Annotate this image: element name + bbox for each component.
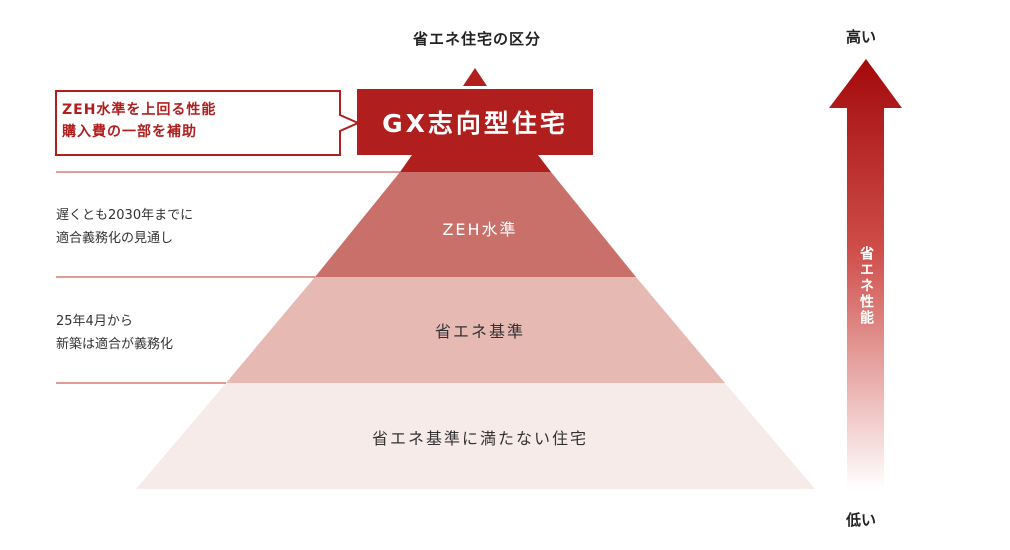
kijun-note-line-2: 新築は適合が義務化 xyxy=(56,337,174,352)
gx-level-label: GX志向型住宅 xyxy=(382,109,568,138)
zeh-note-line-2: 適合義務化の見通し xyxy=(56,231,174,246)
below-level-label: 省エネ基準に満たない住宅 xyxy=(371,429,588,448)
diagram-title: 省エネ住宅の区分 xyxy=(412,30,541,48)
callout-line-1: ZEH水準を上回る性能 xyxy=(62,102,217,118)
pyramid-apex xyxy=(463,68,487,86)
performance-arrow xyxy=(829,59,902,489)
callout-box xyxy=(55,90,361,156)
axis-high-label: 高い xyxy=(846,28,877,46)
callout-line-2: 購入費の一部を補助 xyxy=(62,124,197,140)
zeh-level-label: ZEH水準 xyxy=(442,220,518,239)
tier-zeh xyxy=(315,172,636,277)
gx-level-box: GX志向型住宅 xyxy=(357,89,593,155)
tier-gx-base xyxy=(400,155,551,172)
kijun-note: 25年4月から 新築は適合が義務化 xyxy=(56,310,173,356)
tier-kijun xyxy=(226,277,725,383)
callout-text: ZEH水準を上回る性能 購入費の一部を補助 xyxy=(62,99,352,143)
kijun-level-label: 省エネ基準 xyxy=(434,322,525,341)
kijun-note-line-1: 25年4月から xyxy=(56,314,133,329)
axis-title: 省エネ性能 xyxy=(858,246,874,326)
axis-low-label: 低い xyxy=(846,511,877,529)
zeh-note: 遅くとも2030年までに 適合義務化の見通し xyxy=(56,204,193,250)
tier-below xyxy=(136,383,815,489)
zeh-note-line-1: 遅くとも2030年までに xyxy=(56,208,194,223)
